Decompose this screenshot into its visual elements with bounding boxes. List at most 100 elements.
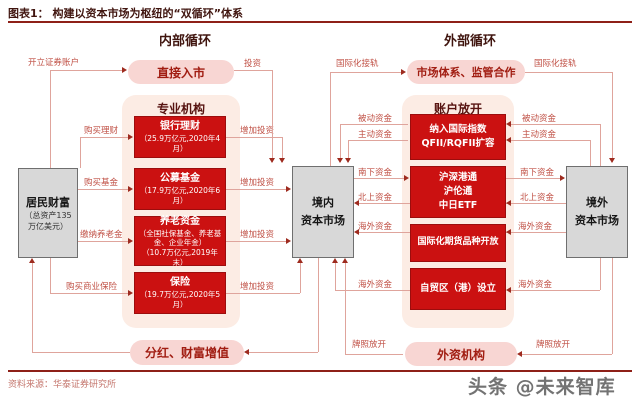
arrow-label-overseas-funds-1-left: 海外资金 [358,222,393,232]
connect-box: 沪深港通 沪伦通 中日ETF [410,166,506,218]
flow-line [600,124,601,166]
arrow-right-icon [286,238,291,244]
flow-line [508,140,590,141]
flow-line [340,124,408,125]
arrow-left-icon [506,200,511,206]
arrow-left-icon [354,229,359,235]
figure-title-text: 构建以资本市场为枢纽的“双循环”体系 [52,7,243,20]
flow-line [506,203,566,204]
arrow-down-icon [609,158,615,163]
arrow-label-increase-invest-1: 增加投资 [240,126,275,136]
arrow-left-icon [506,229,511,235]
qfii-box: 纳入国际指数 QFII/RQFII扩容 [410,114,506,160]
flow-line [508,124,600,125]
flow-line [345,262,346,354]
arrow-label-license-right: 牌照放开 [536,340,571,350]
residents-title: 居民财富 [26,195,70,209]
arrow-up-icon [297,258,303,263]
flow-line [330,72,331,166]
arrow-left-icon [506,121,511,127]
flow-line [80,137,81,168]
arrow-up-icon [29,258,35,263]
flow-line [600,258,601,290]
insurance-title: 保险 [170,277,190,289]
flow-line [340,124,341,162]
ftz-line1: 自贸区（港）设立 [419,282,496,294]
watermark: 头条 @未来智库 [468,376,616,398]
flow-line [612,258,613,354]
arrow-left-icon [517,351,522,357]
arrow-right-icon [286,186,291,192]
pension-sub2: （10.7万亿元,2019年末） [142,248,218,267]
figure-title: 图表1： 构建以资本市场为枢纽的“双循环”体系 [8,5,243,21]
insurance-box: 保险 （19.7万亿元,2020年5月） [134,272,226,314]
market-system-pill: 市场体系、监管合作 [407,60,525,84]
arrow-label-overseas-funds-2-left: 海外资金 [358,280,393,290]
arrow-label-southbound-right: 南下资金 [520,168,555,178]
flow-line [335,262,336,290]
flow-line [348,140,349,162]
public-fund-title: 公募基金 [160,173,200,185]
section-label-internal: 内部循环 [158,34,211,49]
residents-box: 居民财富 （总资产135万亿美元） [18,168,78,258]
source-note: 资料来源：华泰证券研究所 [8,380,117,390]
connect-line2: 沪伦通 [443,185,473,197]
ftz-box: 自贸区（港）设立 [410,268,506,310]
flow-line [50,70,51,168]
arrow-right-icon [122,67,127,73]
arrow-label-intl-align-left: 国际化接轨 [336,59,379,69]
arrow-label-overseas-funds-1-right: 海外资金 [518,222,553,232]
public-fund-box: 公募基金 （17.9万亿元,2020年6月） [134,168,226,210]
pension-box: 养老资金 （全国社保基金、养老基金、企业年金） （10.7万亿元,2019年末） [134,216,226,267]
arrow-left-icon [244,349,249,355]
qfii-line1: 纳入国际指数 [429,123,487,135]
arrow-label-intl-align-right: 国际化接轨 [534,59,577,69]
flow-line [226,241,286,242]
arrow-label-buy-insurance: 购买商业保险 [66,282,118,292]
arrow-right-icon [128,134,133,140]
arrow-label-license-left: 牌照放开 [352,340,387,350]
arrow-label-buy-wealth: 购买理财 [84,126,119,136]
flow-line [612,72,613,162]
flow-line [32,262,33,352]
connect-line3: 中日ETF [438,200,478,212]
flow-line [80,137,130,138]
arrow-label-pay-pension: 缴纳养老金 [80,230,123,240]
arrow-down-icon [279,158,285,163]
arrow-right-icon [128,238,133,244]
flow-line [506,178,564,179]
dividends-pill: 分红、财富增值 [130,340,244,365]
arrow-label-increase-invest-4: 增加投资 [240,282,275,292]
overseas-market-line1: 境外 [586,196,608,210]
flow-line [50,258,51,293]
arrow-left-icon [506,287,511,293]
arrow-label-northbound-left: 北上资金 [358,193,393,203]
arrow-label-southbound-left: 南下资金 [358,168,393,178]
foreign-institutions-pill: 外资机构 [405,342,517,366]
arrow-label-northbound-right: 北上资金 [520,193,555,203]
flow-line [246,352,318,353]
flow-line [356,203,410,204]
flow-line [234,70,272,71]
arrow-right-icon [560,175,565,181]
arrow-down-icon [345,158,351,163]
pension-sub: （全国社保基金、养老基金、企业年金） [138,228,222,248]
arrow-right-icon [404,175,409,181]
domestic-market-box: 境内 资本市场 [292,166,354,258]
arrow-down-icon [269,158,275,163]
footer-divider [8,370,632,372]
flow-line [356,232,410,233]
flow-line [226,137,282,138]
arrow-label-active-right: 主动资金 [522,130,557,140]
arrow-down-icon [337,158,343,163]
overseas-market-box: 境外 资本市场 [566,166,628,258]
qfii-line2: QFII/RQFII扩容 [421,138,495,149]
flow-line [348,140,408,141]
arrow-right-icon [401,69,406,75]
flow-line [506,232,566,233]
flow-line [226,293,300,294]
flow-line [354,178,406,179]
arrow-up-icon [332,258,338,263]
flow-line [272,70,273,162]
flow-line [78,189,130,190]
